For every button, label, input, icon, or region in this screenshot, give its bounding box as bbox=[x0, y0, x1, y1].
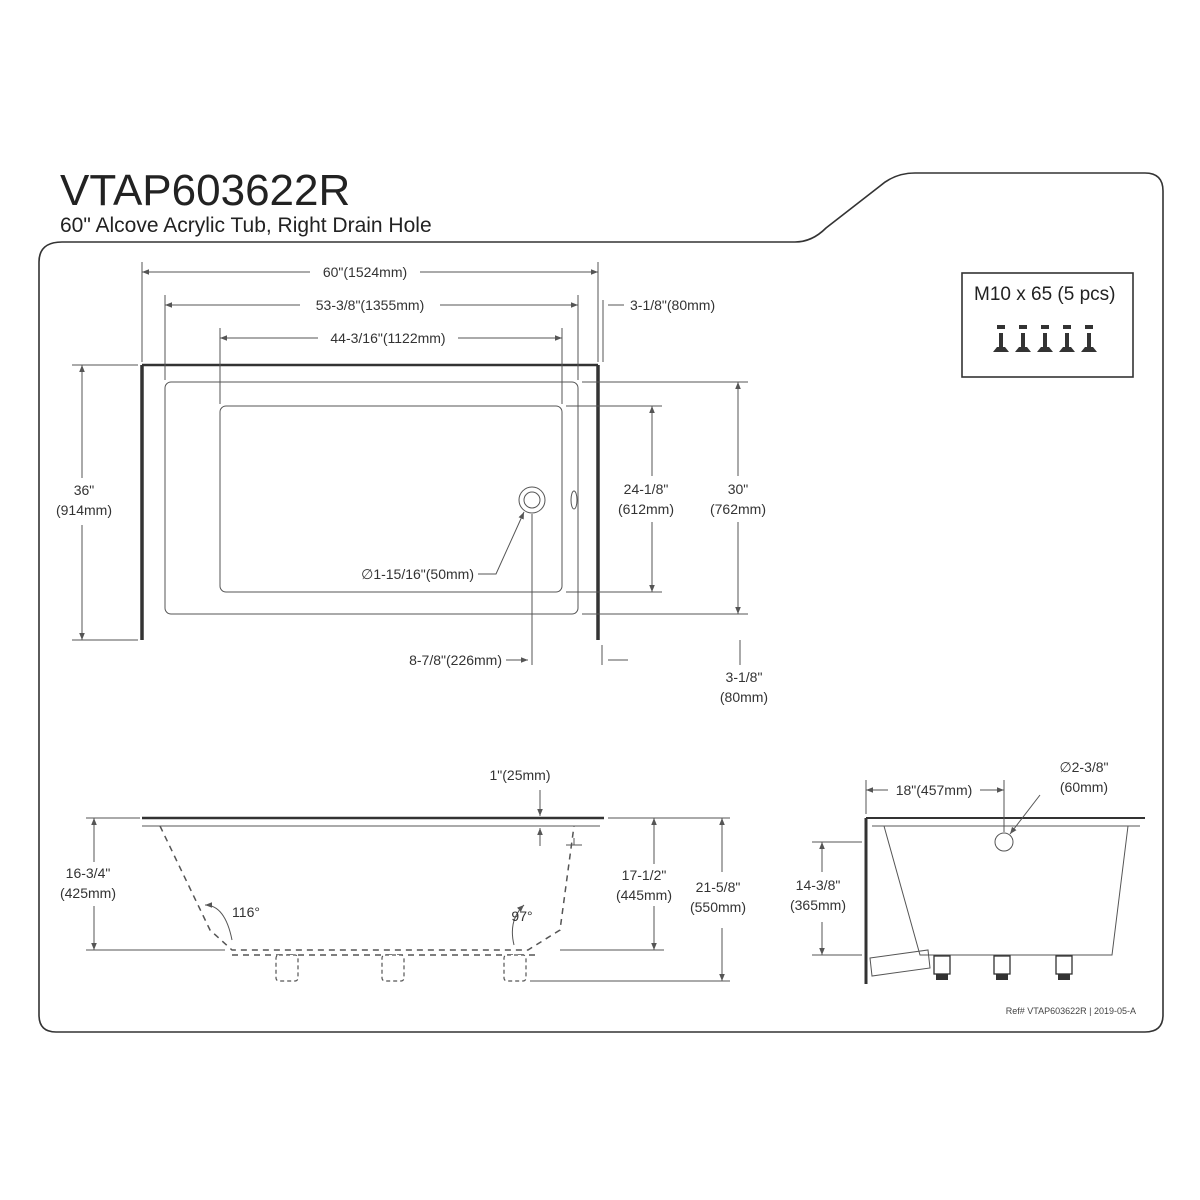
end-view: 18"(457mm) ∅2-3/8" (60mm) 14-3/8" (365mm… bbox=[790, 759, 1145, 984]
left-depth-mm-label: (425mm) bbox=[60, 885, 116, 901]
tub-inner-basin bbox=[164, 381, 579, 615]
drain-hole-icon bbox=[518, 486, 546, 514]
end-depth-in-label: 14-3/8" bbox=[796, 877, 841, 893]
inner-length-label: 53-3/8"(1355mm) bbox=[316, 297, 424, 313]
top-view: 60"(1524mm) 53-3/8"(1355mm) 44-3/16"(112… bbox=[56, 262, 768, 705]
bolt-icon bbox=[1015, 325, 1031, 352]
overflow-diameter-in-label: ∅2-3/8" bbox=[1059, 759, 1108, 775]
model-description: 60" Alcove Acrylic Tub, Right Drain Hole bbox=[60, 214, 432, 237]
bolt-icon bbox=[1059, 325, 1075, 352]
overall-height-in-label: 21-5/8" bbox=[696, 879, 741, 895]
rim-thickness-label: 1"(25mm) bbox=[490, 767, 551, 783]
side-leg bbox=[275, 954, 299, 982]
overflow-diameter-mm-label: (60mm) bbox=[1060, 779, 1108, 795]
inner-width-in-label: 30" bbox=[728, 481, 749, 497]
left-depth-in-label: 16-3/4" bbox=[66, 865, 111, 881]
end-basin-outline bbox=[883, 825, 1129, 956]
bottom-flange-mm-label: (80mm) bbox=[720, 689, 768, 705]
sheet-border bbox=[38, 172, 1164, 1033]
angle-right-label: 97° bbox=[511, 908, 532, 924]
end-leg bbox=[993, 955, 1011, 980]
drain-diameter-label: ∅1-15/16"(50mm) bbox=[361, 566, 474, 582]
overall-width-in-label: 36" bbox=[74, 482, 95, 498]
bottom-flange-in-label: 3-1/8" bbox=[726, 669, 763, 685]
hardware-label: M10 x 65 (5 pcs) bbox=[974, 284, 1116, 305]
side-view: 116° 97° 1"(25mm) 16-3/4" (425mm) 17-1/2… bbox=[60, 767, 746, 982]
flange-width-label: 3-1/8"(80mm) bbox=[630, 297, 715, 313]
overall-width-mm-label: (914mm) bbox=[56, 502, 112, 518]
end-leg bbox=[1055, 955, 1073, 980]
angle-left-label: 116° bbox=[232, 904, 260, 920]
side-basin-outline bbox=[159, 825, 575, 951]
overall-height-mm-label: (550mm) bbox=[690, 899, 746, 915]
side-leg bbox=[381, 954, 405, 982]
drain-offset-label: 8-7/8"(226mm) bbox=[409, 652, 502, 668]
overflow-icon bbox=[570, 490, 578, 510]
end-depth-mm-label: (365mm) bbox=[790, 897, 846, 913]
reference-code: Ref# VTAP603622R | 2019-05-A bbox=[1006, 1006, 1136, 1016]
bolt-icon bbox=[1081, 325, 1097, 352]
overflow-hole-icon bbox=[994, 832, 1014, 852]
overall-length-label: 60"(1524mm) bbox=[323, 264, 407, 280]
bolt-icon bbox=[993, 325, 1009, 352]
tub-floor bbox=[219, 405, 563, 593]
model-title: VTAP603622R bbox=[60, 166, 350, 215]
floor-width-mm-label: (612mm) bbox=[618, 501, 674, 517]
overflow-offset-label: 18"(457mm) bbox=[896, 782, 973, 798]
bolt-icon-group bbox=[993, 325, 1097, 352]
inner-depth-mm-label: (445mm) bbox=[616, 887, 672, 903]
end-leg bbox=[933, 955, 951, 980]
inner-depth-in-label: 17-1/2" bbox=[622, 867, 667, 883]
floor-length-label: 44-3/16"(1122mm) bbox=[330, 330, 445, 346]
floor-width-in-label: 24-1/8" bbox=[624, 481, 669, 497]
inner-width-mm-label: (762mm) bbox=[710, 501, 766, 517]
side-leg bbox=[503, 954, 527, 982]
bolt-icon bbox=[1037, 325, 1053, 352]
